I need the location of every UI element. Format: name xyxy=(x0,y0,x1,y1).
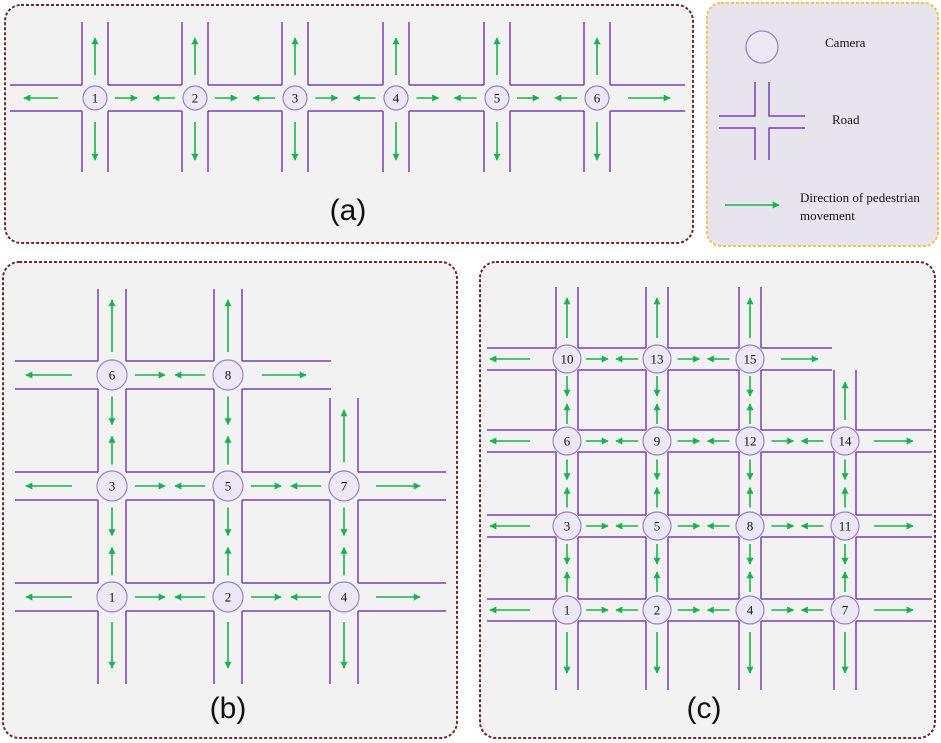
panel-b-camera xyxy=(212,581,244,613)
panel-b-camera xyxy=(328,470,360,502)
panel-c-camera-label: 8 xyxy=(747,519,754,534)
panel-c-camera-label: 10 xyxy=(561,352,574,367)
legend-direction-label-line1: Direction of pedestrian xyxy=(800,190,920,205)
panel-c-camera-label: 13 xyxy=(651,352,664,367)
legend-camera-label: Camera xyxy=(825,35,866,50)
panel-b-camera-label: 2 xyxy=(225,590,232,605)
panel-c-camera xyxy=(552,344,582,374)
panel-c-camera xyxy=(830,426,860,456)
legend-direction-label-line2: movement xyxy=(800,208,855,223)
panel-b-camera xyxy=(96,470,128,502)
panel-c-camera xyxy=(552,511,582,541)
panel-a: 1 2 3 4 5 6 (a) xyxy=(4,4,694,244)
panel-a-camera-label: 2 xyxy=(192,91,199,106)
panel-c-camera-label: 5 xyxy=(654,519,661,534)
panel-a-camera xyxy=(383,85,409,111)
panel-c-roads xyxy=(487,287,932,690)
panel-c-camera xyxy=(735,344,765,374)
panel-a-camera-label: 5 xyxy=(494,91,501,106)
panel-c-camera xyxy=(735,511,765,541)
panel-b-camera xyxy=(212,359,244,391)
panel-a-camera-label: 1 xyxy=(92,91,99,106)
panel-c-camera xyxy=(552,595,582,625)
panel-b-camera xyxy=(96,581,128,613)
panel-c-camera xyxy=(735,426,765,456)
panel-b-camera xyxy=(328,581,360,613)
panel-a-camera-label: 3 xyxy=(292,91,299,106)
panel-c-camera xyxy=(735,595,765,625)
legend-border xyxy=(706,2,939,247)
panel-a-camera-label: 6 xyxy=(594,91,601,106)
panel-c-camera xyxy=(830,595,860,625)
panel-a-camera xyxy=(282,85,308,111)
panel-c-camera xyxy=(642,426,672,456)
panel-c-camera-label: 14 xyxy=(839,434,853,449)
panel-a-camera-label: 4 xyxy=(393,91,400,106)
panel-a-label: (a) xyxy=(330,194,367,227)
panel-a-border xyxy=(4,4,694,244)
panel-c-camera xyxy=(642,595,672,625)
panel-a-arrows xyxy=(23,37,671,161)
panel-c-camera-label: 4 xyxy=(747,603,754,618)
panel-b-arrows xyxy=(25,299,421,669)
panel-c-camera xyxy=(552,426,582,456)
panel-b-roads xyxy=(15,289,446,684)
panel-b-camera xyxy=(96,359,128,391)
panel-c-camera-label: 1 xyxy=(564,603,571,618)
panel-c-camera-label: 3 xyxy=(564,519,571,534)
panel-c-label: (c) xyxy=(687,692,722,725)
panel-b-camera xyxy=(212,470,244,502)
panel-b-camera-label: 4 xyxy=(341,590,348,605)
panel-c-camera-label: 7 xyxy=(842,603,849,618)
panel-b-label: (b) xyxy=(210,692,247,725)
panel-b: 6 8 3 5 7 1 2 4 (b) xyxy=(2,261,458,739)
panel-b-camera-label: 8 xyxy=(225,368,232,383)
panel-c-arrows xyxy=(489,297,914,674)
panel-c-camera-label: 2 xyxy=(654,603,661,618)
panel-c-camera-label: 6 xyxy=(564,434,571,449)
panel-b-camera-label: 1 xyxy=(109,590,116,605)
panel-a-camera xyxy=(584,85,610,111)
panel-b-camera-label: 6 xyxy=(109,368,116,383)
panel-c-camera xyxy=(642,344,672,374)
legend: Camera Road Direction of pedestrian move… xyxy=(706,2,939,247)
panel-b-camera-label: 5 xyxy=(225,479,232,494)
panel-b-camera-label: 3 xyxy=(109,479,116,494)
panel-a-camera xyxy=(484,85,510,111)
panel-c-camera-label: 12 xyxy=(744,434,757,449)
panel-c-camera xyxy=(642,511,672,541)
panel-a-camera xyxy=(82,85,108,111)
panel-c-border xyxy=(479,261,936,739)
panel-b-camera-label: 7 xyxy=(341,479,348,494)
legend-road-icon xyxy=(719,82,805,160)
panel-c-camera-label: 9 xyxy=(654,434,661,449)
panel-c-camera xyxy=(830,511,860,541)
panel-a-camera xyxy=(182,85,208,111)
legend-camera-icon xyxy=(745,30,779,64)
panel-a-roads xyxy=(10,22,685,172)
panel-c-camera-label: 15 xyxy=(744,352,757,367)
panel-a-cameras: 1 2 3 4 5 6 xyxy=(82,85,610,111)
panel-c-camera-label: 11 xyxy=(839,519,852,534)
legend-road-label: Road xyxy=(832,112,860,127)
panel-b-cameras: 6 8 3 5 7 1 2 4 xyxy=(96,359,360,613)
